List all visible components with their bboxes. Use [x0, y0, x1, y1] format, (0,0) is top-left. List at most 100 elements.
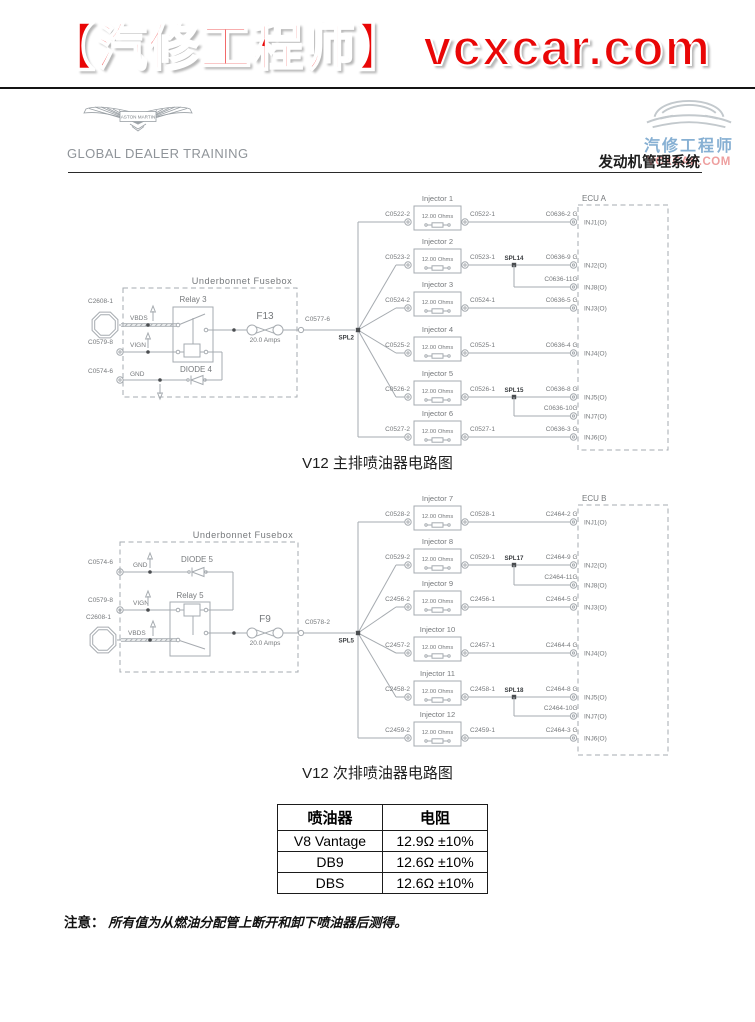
note-text: 所有值为从燃油分配管上断开和卸下喷油器后测得。 [108, 915, 408, 930]
svg-text:C2464-8 G: C2464-8 G [546, 686, 578, 693]
svg-text:INJ8(O): INJ8(O) [584, 583, 607, 590]
svg-text:C2464-10G: C2464-10G [544, 705, 578, 712]
svg-text:VBDS: VBDS [130, 315, 148, 322]
svg-text:SPL17: SPL17 [505, 555, 524, 562]
svg-text:C0574-6: C0574-6 [88, 559, 113, 566]
svg-text:SPL18: SPL18 [505, 687, 524, 694]
note: 注意： 所有值为从燃油分配管上断开和卸下喷油器后测得。 [64, 911, 407, 931]
svg-text:C0523-2: C0523-2 [385, 254, 410, 261]
svg-text:C2464-2 G: C2464-2 G [546, 511, 578, 518]
svg-text:Injector 2: Injector 2 [422, 237, 453, 246]
diagram2-caption: V12 次排喷油器电路图 [302, 765, 453, 782]
table-header-row: 喷油器 电阻 [277, 804, 488, 831]
svg-text:C2464-11G: C2464-11G [544, 574, 577, 581]
svg-text:C2464-5 G: C2464-5 G [546, 596, 578, 603]
svg-text:Injector 5: Injector 5 [422, 369, 453, 378]
svg-text:12.00 Ohms: 12.00 Ohms [422, 557, 454, 563]
watermark-banner: 【汽修工程师】 vcxcar.com [43, 18, 712, 77]
svg-text:Injector 4: Injector 4 [422, 325, 453, 334]
banner-divider [0, 87, 755, 89]
svg-text:C0574-6: C0574-6 [88, 368, 113, 375]
svg-text:C0525-1: C0525-1 [470, 342, 495, 349]
svg-text:C0579-8: C0579-8 [88, 339, 113, 346]
cell-resistance: 12.6Ω ±10% [382, 872, 488, 894]
watermark-name: 汽修工程师 [643, 138, 734, 155]
svg-text:Relay 3: Relay 3 [179, 295, 207, 304]
svg-text:C0525-2: C0525-2 [385, 342, 410, 349]
svg-text:INJ5(O): INJ5(O) [584, 695, 607, 702]
svg-text:C0636-10G: C0636-10G [544, 405, 578, 412]
svg-text:12.00 Ohms: 12.00 Ohms [422, 345, 454, 351]
svg-text:C2459-2: C2459-2 [385, 727, 410, 734]
col-header-resistance: 电阻 [382, 804, 488, 831]
svg-text:Injector 1: Injector 1 [422, 194, 453, 203]
svg-text:C0636-11G: C0636-11G [544, 276, 577, 283]
svg-text:C0636-8 G: C0636-8 G [546, 386, 578, 393]
resistance-table: 喷油器 电阻 V8 Vantage 12.9Ω ±10% DB9 12.6Ω ±… [277, 804, 488, 894]
cell-model: V8 Vantage [277, 830, 383, 852]
svg-text:GND: GND [130, 371, 145, 378]
svg-text:C2459-1: C2459-1 [470, 727, 495, 734]
watermark-logo: 汽修工程师 VCXCAR.COM [629, 88, 749, 168]
svg-text:12.00 Ohms: 12.00 Ohms [422, 429, 454, 435]
cell-resistance: 12.9Ω ±10% [382, 830, 488, 852]
svg-text:Injector 12: Injector 12 [420, 710, 455, 719]
table-row: DBS 12.6Ω ±10% [277, 872, 488, 894]
col-header-injector: 喷油器 [277, 804, 383, 831]
svg-text:C0526-2: C0526-2 [385, 386, 410, 393]
svg-text:INJ3(O): INJ3(O) [584, 605, 607, 612]
svg-text:12.00 Ohms: 12.00 Ohms [422, 214, 454, 220]
aston-martin-wings-icon: ASTON MARTIN [83, 106, 193, 132]
svg-text:C0636-5 G: C0636-5 G [546, 297, 578, 304]
svg-text:C0636-4 G: C0636-4 G [546, 342, 578, 349]
svg-text:INJ6(O): INJ6(O) [584, 736, 607, 743]
svg-text:Injector 7: Injector 7 [422, 494, 453, 503]
svg-text:VIGN: VIGN [133, 600, 149, 607]
svg-text:INJ5(O): INJ5(O) [584, 395, 607, 402]
svg-text:INJ2(O): INJ2(O) [584, 263, 607, 270]
svg-text:Injector 6: Injector 6 [422, 409, 453, 418]
svg-text:C0577-6: C0577-6 [305, 316, 330, 323]
svg-text:C0523-1: C0523-1 [470, 254, 495, 261]
svg-text:C0527-2: C0527-2 [385, 426, 410, 433]
svg-text:C2458-2: C2458-2 [385, 686, 410, 693]
svg-text:C0524-2: C0524-2 [385, 297, 410, 304]
svg-text:INJ4(O): INJ4(O) [584, 351, 607, 358]
svg-text:Relay 5: Relay 5 [176, 591, 204, 600]
svg-text:20.0 Amps: 20.0 Amps [250, 640, 281, 647]
svg-text:12.00 Ohms: 12.00 Ohms [422, 514, 454, 520]
watermark-site: VCXCAR.COM [647, 156, 731, 168]
cell-model: DBS [277, 872, 383, 894]
svg-text:VBDS: VBDS [128, 630, 146, 637]
cell-resistance: 12.6Ω ±10% [382, 851, 488, 873]
svg-text:C2456-1: C2456-1 [470, 596, 495, 603]
svg-text:SPL2: SPL2 [339, 335, 355, 342]
svg-text:C0524-1: C0524-1 [470, 297, 495, 304]
svg-text:F13: F13 [256, 311, 274, 322]
note-label: 注意： [64, 915, 105, 930]
svg-text:INJ7(O): INJ7(O) [584, 714, 607, 721]
header-divider [68, 172, 702, 174]
svg-text:DIODE 5: DIODE 5 [181, 555, 214, 564]
svg-text:C0527-1: C0527-1 [470, 426, 495, 433]
svg-text:12.00 Ohms: 12.00 Ohms [422, 689, 454, 695]
svg-text:INJ6(O): INJ6(O) [584, 435, 607, 442]
diagram1-caption: V12 主排喷油器电路图 [302, 455, 453, 472]
svg-text:C2458-1: C2458-1 [470, 686, 495, 693]
svg-text:20.0 Amps: 20.0 Amps [250, 337, 281, 344]
svg-text:C0529-1: C0529-1 [470, 554, 495, 561]
svg-text:INJ1(O): INJ1(O) [584, 520, 607, 527]
svg-text:ECU A: ECU A [582, 194, 607, 203]
svg-text:C2608-1: C2608-1 [88, 298, 113, 305]
svg-text:C0522-2: C0522-2 [385, 211, 410, 218]
